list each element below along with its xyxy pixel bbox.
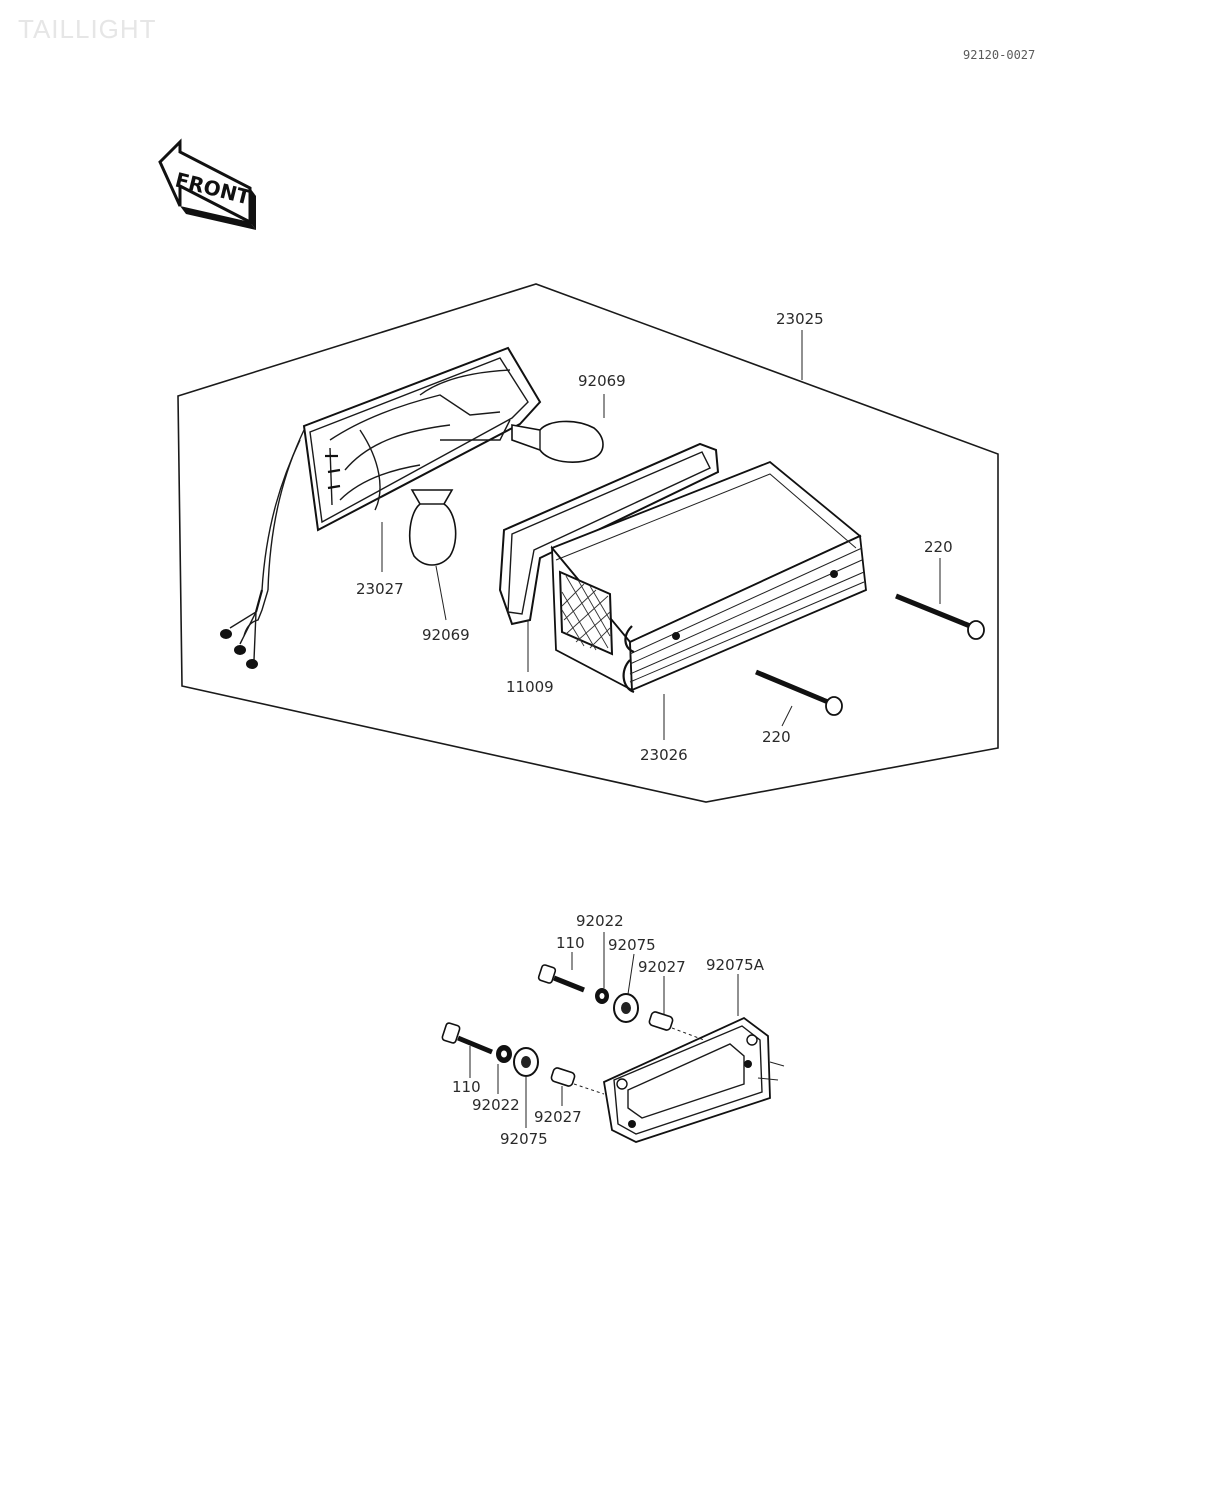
assembly-outline [177, 283, 999, 803]
label-92022-bottom: 92022 [472, 1096, 520, 1114]
lens-block [550, 460, 867, 694]
label-23025: 23025 [776, 310, 824, 328]
washer-upper-icon [595, 988, 609, 1004]
label-92075a: 92075A [706, 956, 765, 974]
front-arrow-icon: FRONT [158, 138, 256, 230]
gasket-icon [498, 442, 720, 626]
license-light-bracket [602, 1016, 785, 1143]
screw-lower-icon [755, 667, 843, 716]
diagram-reference-code: 92120-0027 [963, 48, 1036, 62]
bolt-lower-icon [441, 1022, 493, 1055]
bulb-lower-icon [408, 489, 457, 566]
label-110-top: 110 [556, 934, 585, 952]
label-92069-lower: 92069 [422, 626, 470, 644]
label-220-lower: 220 [762, 728, 791, 746]
label-92022-top: 92022 [576, 912, 624, 930]
label-92075-top: 92075 [608, 936, 656, 954]
bolt-upper-icon [537, 964, 585, 993]
label-23026: 23026 [640, 746, 688, 764]
label-92027-bottom: 92027 [534, 1108, 582, 1126]
taillight-housing [220, 346, 542, 669]
collar-upper-icon [648, 1011, 674, 1031]
label-92069-upper: 92069 [578, 372, 626, 390]
bulb-upper-icon [511, 420, 604, 463]
washer-lower-icon [496, 1045, 512, 1063]
label-92075-bottom: 92075 [500, 1130, 548, 1148]
grommet-lower-icon [513, 1047, 539, 1077]
label-11009: 11009 [506, 678, 554, 696]
page-title: TAILLIGHT [18, 14, 157, 44]
collar-lower-icon [550, 1067, 605, 1095]
label-23027: 23027 [356, 580, 404, 598]
label-92027-top: 92027 [638, 958, 686, 976]
grommet-upper-icon [613, 993, 639, 1023]
label-220-upper: 220 [924, 538, 953, 556]
label-110-bottom: 110 [452, 1078, 481, 1096]
screw-upper-icon [895, 591, 985, 640]
